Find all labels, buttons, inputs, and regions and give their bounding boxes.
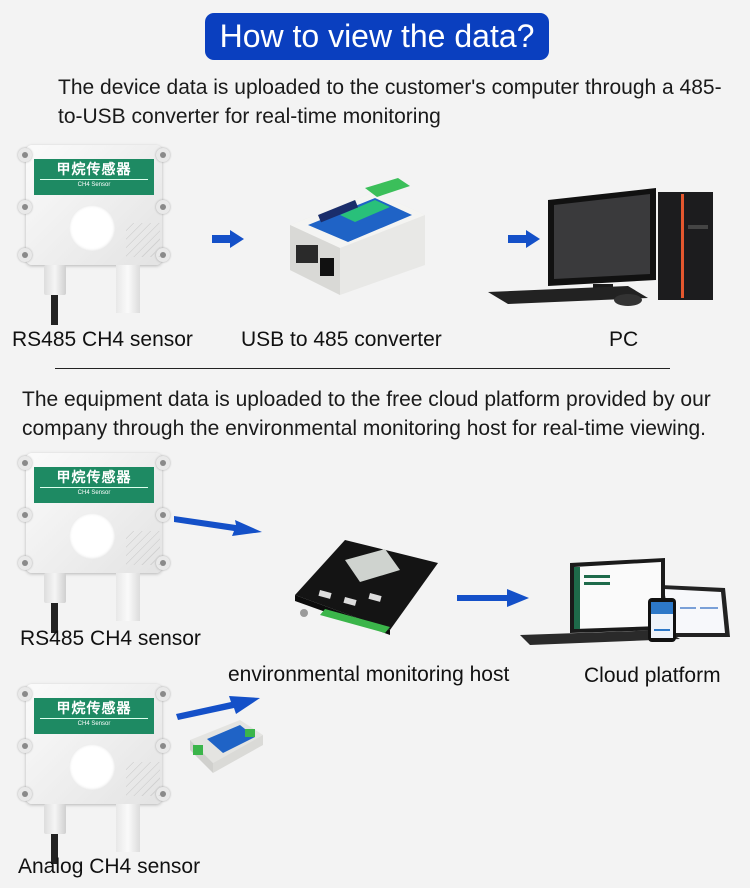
cable-gland [44,573,66,603]
arrow-right-icon [508,230,540,248]
screw-icon [18,148,32,162]
screw-icon [18,556,32,570]
cloud-platform-image [520,555,735,650]
sensor-vents [126,762,160,796]
sensor-window [69,513,115,559]
label-usb-converter: USB to 485 converter [241,328,442,351]
screw-icon [156,200,170,214]
sensor-chinese-name: 甲烷传感器 [56,161,132,177]
sensor-nameplate: 甲烷传感器 CH4 Sensor [34,159,154,195]
label-pc: PC [609,328,639,351]
sensor-nameplate: 甲烷传感器 CH4 Sensor [34,698,154,734]
sensor-chinese-name: 甲烷传感器 [56,469,132,485]
label-rs485-sensor-2: RS485 CH4 sensor [20,627,201,650]
cable-gland [44,265,66,295]
screw-icon [156,456,170,470]
sensor-probe [116,804,140,852]
arrow-down-right-icon [174,512,264,538]
sensor-english-name: CH4 Sensor [77,182,111,188]
cable-gland [44,804,66,834]
screw-icon [18,739,32,753]
sensor-english-name: CH4 Sensor [77,490,111,496]
analog-ch4-sensor-image: 甲烷传感器 CH4 Sensor [14,684,174,869]
rs485-ch4-sensor-image: 甲烷传感器 CH4 Sensor [14,145,174,330]
page-title-banner: How to view the data? [205,13,549,60]
sensor-window [69,205,115,251]
screw-icon [156,687,170,701]
sensor-probe [116,265,140,313]
sensor-nameplate: 甲烷传感器 CH4 Sensor [34,467,154,503]
label-analog-sensor: Analog CH4 sensor [18,855,201,878]
screw-icon [156,739,170,753]
monitoring-host-image [290,535,440,635]
arrow-up-right-icon [176,690,262,720]
cable [51,295,58,325]
sensor-vents [126,531,160,565]
rs485-ch4-sensor-image: 甲烷传感器 CH4 Sensor [14,453,174,638]
section-divider [55,368,670,369]
sensor-english-name: CH4 Sensor [77,721,111,727]
screw-icon [18,687,32,701]
desktop-pc-image [488,180,723,310]
section2-description: The equipment data is uploaded to the fr… [22,388,711,440]
screw-icon [18,248,32,262]
arrow-right-icon [457,588,529,608]
sensor-window [69,744,115,790]
sensor-chinese-name: 甲烷传感器 [56,700,132,716]
section1-description: The device data is uploaded to the custo… [58,76,722,128]
label-monitoring-host: environmental monitoring host [228,663,510,686]
usb-converter-image [280,170,430,300]
label-cloud-platform: Cloud platform [584,664,721,687]
cable [51,834,58,864]
screw-icon [18,787,32,801]
screw-icon [18,456,32,470]
screw-icon [156,508,170,522]
label-rs485-sensor: RS485 CH4 sensor [12,328,193,351]
sensor-vents [126,223,160,257]
screw-icon [156,148,170,162]
screw-icon [18,200,32,214]
arrow-right-icon [212,230,244,248]
analog-converter-image [185,715,265,775]
cable [51,603,58,633]
screw-icon [18,508,32,522]
sensor-probe [116,573,140,621]
